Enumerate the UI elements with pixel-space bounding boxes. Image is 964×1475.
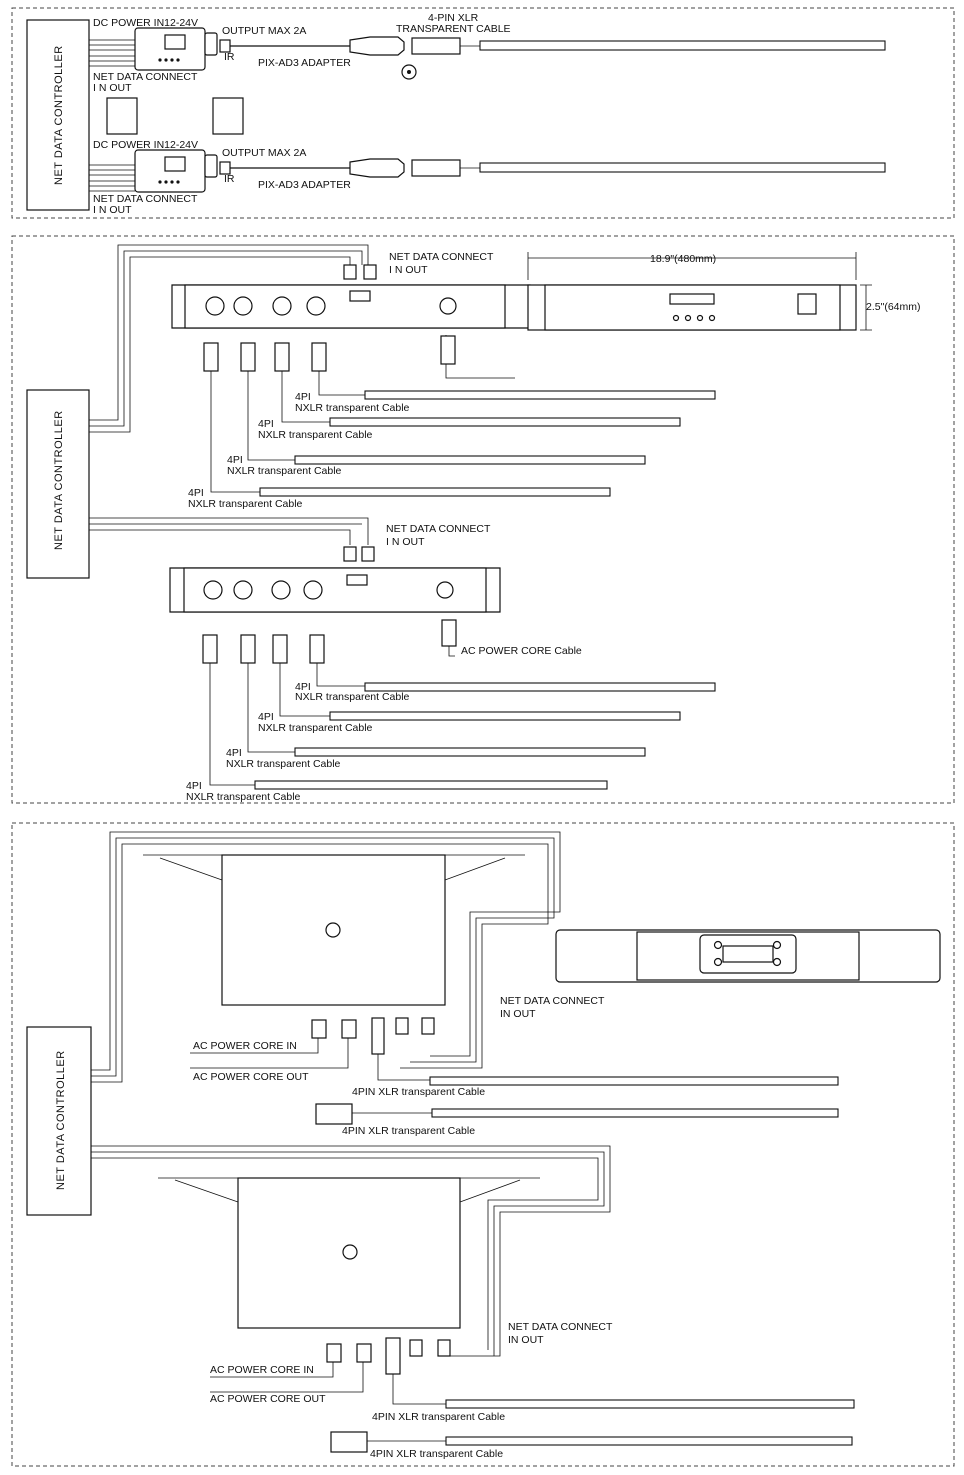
cable-b-unit2-2: NXLR transparent Cable [258, 722, 373, 734]
cable-b-unit1-3: NXLR transparent Cable [227, 465, 342, 477]
controller-label: NET DATA CONTROLLER [53, 410, 65, 550]
cable-a-unit1-4: 4PI [188, 487, 204, 499]
net-connect-label-unit2: NET DATA CONNECT [508, 1321, 613, 1333]
adapter-label-top: PIX-AD3 ADAPTER [258, 57, 351, 69]
cable2-label-unit2: 4PIN XLR transparent Cable [370, 1448, 503, 1460]
cables-unit2 [202, 619, 716, 790]
led-strip-top [479, 40, 886, 51]
ir-label-top: IR [224, 51, 235, 63]
cable1-label-unit2: 4PIN XLR transparent Cable [372, 1411, 505, 1423]
panel-box-controller: NET DATA CONTROLLER NET DATA CONNECT IN … [11, 822, 955, 1467]
panel-rack-controller: NET DATA CONTROLLER NET DATA CONNECT I N… [11, 235, 955, 804]
ac-out-label-unit1: AC POWER CORE OUT [193, 1071, 309, 1083]
panel-border [11, 822, 955, 1467]
in-out-label-unit2: I N OUT [386, 536, 425, 548]
cable-a-unit1-3: 4PI [227, 454, 243, 466]
net-connect-label-unit1: NET DATA CONNECT [500, 995, 605, 1007]
in-out-label-unit2: IN OUT [508, 1334, 544, 1346]
net-data-controller-box [26, 389, 90, 579]
cable-b-unit2-1: NXLR transparent Cable [295, 691, 410, 703]
net-data-controller-box [26, 1026, 92, 1216]
ac-power-cable-label: AC POWER CORE Cable [461, 645, 582, 657]
cable-b-unit1-4: NXLR transparent Cable [188, 498, 303, 510]
ac-out-label-unit2: AC POWER CORE OUT [210, 1393, 326, 1405]
dc-power-label-top: DC POWER IN12-24V [93, 17, 198, 29]
in-out-label-unit1: I N OUT [389, 264, 428, 276]
dimension-width: 18.9"(480mm) [650, 253, 716, 265]
cable-label-line1: 4-PIN XLR [428, 12, 479, 24]
cable-a-unit1-2: 4PI [258, 418, 274, 430]
panel-border [11, 235, 955, 804]
output-label-top: OUTPUT MAX 2A [222, 25, 306, 37]
cable-label-line2: TRANSPARENT CABLE [396, 23, 511, 35]
cable-b-unit1-1: NXLR transparent Cable [295, 402, 410, 414]
cable-b-unit2-4: NXLR transparent Cable [186, 791, 301, 803]
cable-a-unit2-3: 4PI [226, 747, 242, 759]
cable-b-unit2-3: NXLR transparent Cable [226, 758, 341, 770]
decoder-top [89, 27, 350, 71]
rack-front-view [527, 252, 872, 331]
rack-unit1 [171, 284, 531, 329]
cable-b-unit1-2: NXLR transparent Cable [258, 429, 373, 441]
cable-a-unit2-1: 4PI [295, 681, 311, 693]
connector-power-picture [212, 97, 244, 135]
rack-unit2 [169, 567, 501, 613]
box-unit2 [158, 1177, 855, 1453]
output-label-bottom: OUTPUT MAX 2A [222, 147, 306, 159]
net-data-controller-box [26, 19, 90, 211]
decoder-bottom [89, 149, 480, 193]
in-out-label-top: I N OUT [93, 82, 132, 94]
net-cable-unit2 [91, 1145, 611, 1357]
in-out-label-bottom: I N OUT [93, 204, 132, 216]
cable-a-unit2-2: 4PI [258, 711, 274, 723]
cable-a-unit1-1: 4PI [295, 391, 311, 403]
box-unit1 [143, 854, 839, 1125]
panel-dc-controller: NET DATA CONTROLLER DC POWER IN12-24V OU… [11, 7, 955, 219]
net-connect-label-unit2: NET DATA CONNECT [386, 523, 491, 535]
cable1-label-unit1: 4PIN XLR transparent Cable [352, 1086, 485, 1098]
dimension-height: 2.5"(64mm) [866, 301, 921, 313]
ac-in-label-unit2: AC POWER CORE IN [210, 1364, 314, 1376]
cable-a-unit2-4: 4PI [186, 780, 202, 792]
net-cable-unit1 [89, 244, 369, 433]
net-connect-label-bottom: NET DATA CONNECT [93, 193, 198, 205]
cable2-label-unit1: 4PIN XLR transparent Cable [342, 1125, 475, 1137]
net-connect-label-unit1: NET DATA CONNECT [389, 251, 494, 263]
led-strip-bottom [479, 162, 886, 173]
xlr-adapter-top [349, 36, 480, 80]
net-connect-label-top: NET DATA CONNECT [93, 71, 198, 83]
adapter-label-bottom: PIX-AD3 ADAPTER [258, 179, 351, 191]
controller-label: NET DATA CONTROLLER [55, 1050, 67, 1190]
in-out-label-unit1: IN OUT [500, 1008, 536, 1020]
connector-net-picture [106, 97, 138, 135]
dc-power-label-bottom: DC POWER IN12-24V [93, 139, 198, 151]
controller-label: NET DATA CONTROLLER [53, 45, 65, 185]
cables-unit1 [203, 335, 716, 497]
net-cable-unit2 [89, 517, 369, 545]
net-cable-unit1 [91, 831, 561, 1083]
ac-in-label-unit1: AC POWER CORE IN [193, 1040, 297, 1052]
box-front-view [555, 929, 941, 983]
panel-border [11, 7, 955, 219]
ir-label-bottom: IR [224, 173, 235, 185]
